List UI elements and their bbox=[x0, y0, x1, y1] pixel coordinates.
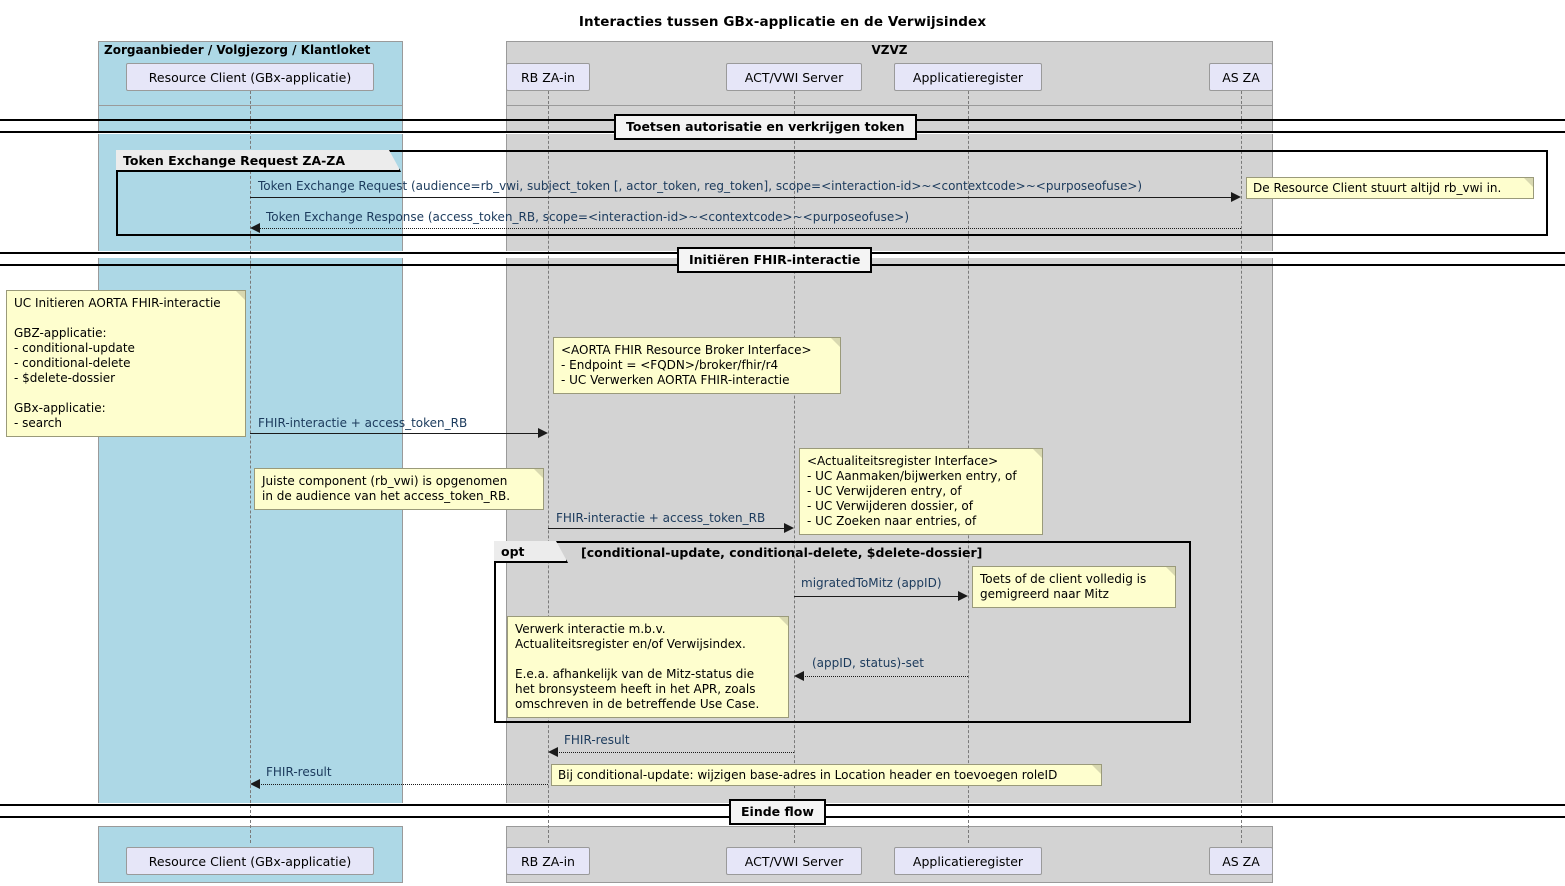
participant-label: Resource Client (GBx-applicatie) bbox=[148, 69, 352, 85]
msg-token-exchange-request-label: Token Exchange Request (audience=rb_vwi,… bbox=[258, 179, 1143, 193]
divider-initieren-label: Initiëren FHIR-interactie bbox=[677, 247, 873, 273]
msg-fhir-interactie-1-label: FHIR-interactie + access_token_RB bbox=[258, 416, 468, 430]
group-token-exchange-tab: Token Exchange Request ZA-ZA bbox=[116, 150, 401, 172]
group-token-exchange-operator: Token Exchange Request ZA-ZA bbox=[123, 152, 346, 168]
fragment-opt-condition: [conditional-update, conditional-delete,… bbox=[581, 545, 983, 560]
msg-fhir-result-1-line bbox=[550, 752, 794, 753]
lifeline-as-za bbox=[1241, 91, 1242, 843]
participant-label: Applicatieregister bbox=[912, 853, 1024, 869]
participant-act-vwi-server-top[interactable]: ACT/VWI Server bbox=[726, 63, 862, 91]
note-rb-vwi: De Resource Client stuurt altijd rb_vwi … bbox=[1246, 177, 1534, 199]
participant-rb-za-in-top[interactable]: RB ZA-in bbox=[506, 63, 590, 91]
lifeline-resource-client bbox=[250, 91, 251, 843]
participant-resource-client-bottom[interactable]: Resource Client (GBx-applicatie) bbox=[126, 847, 374, 875]
participant-as-za-top[interactable]: AS ZA bbox=[1209, 63, 1273, 91]
page-title: Interacties tussen GBx-applicatie en de … bbox=[578, 14, 987, 30]
participant-label: Resource Client (GBx-applicatie) bbox=[148, 853, 352, 869]
participant-label: ACT/VWI Server bbox=[744, 853, 844, 869]
lifeline-act-vwi-server bbox=[794, 91, 795, 843]
msg-fhir-interactie-1-arrowhead bbox=[538, 428, 548, 438]
participant-label: RB ZA-in bbox=[521, 69, 575, 85]
msg-fhir-interactie-2-line bbox=[548, 528, 784, 529]
note-actualiteitsregister: <Actualiteitsregister Interface> - UC Aa… bbox=[799, 448, 1043, 535]
fragment-opt-operator: opt bbox=[501, 543, 525, 559]
msg-appid-status-set-label: (appID, status)-set bbox=[812, 656, 924, 670]
lifeline-rb-za-in bbox=[548, 91, 549, 843]
msg-token-exchange-request-arrowhead bbox=[1231, 192, 1241, 202]
msg-token-exchange-response-line bbox=[252, 228, 1241, 229]
divider-einde-label: Einde flow bbox=[729, 799, 826, 825]
msg-appid-status-set-line bbox=[796, 676, 968, 677]
divider-toetsen-label: Toetsen autorisatie en verkrijgen token bbox=[614, 114, 917, 140]
participant-applicatieregister-bottom[interactable]: Applicatieregister bbox=[894, 847, 1042, 875]
fragment-opt-frame bbox=[494, 541, 1191, 723]
note-juiste-component: Juiste component (rb_vwi) is opgenomen i… bbox=[254, 468, 544, 510]
group-token-exchange-frame bbox=[116, 150, 1548, 236]
group-box-vzvz-body-2 bbox=[506, 134, 1273, 251]
msg-appid-status-set-arrowhead bbox=[794, 671, 804, 681]
note-conditional-update: Bij conditional-update: wijzigen base-ad… bbox=[551, 764, 1102, 786]
msg-migrated-to-mitz-label: migratedToMitz (appID) bbox=[801, 576, 942, 590]
group-box-client-label: Zorgaanbieder / Volgjezorg / Klantloket bbox=[104, 43, 371, 57]
note-toets-mitz: Toets of de client volledig is gemigreer… bbox=[972, 566, 1176, 608]
msg-migrated-to-mitz-line bbox=[794, 596, 958, 597]
group-box-vzvz-label: VZVZ bbox=[871, 43, 908, 57]
participant-as-za-bottom[interactable]: AS ZA bbox=[1209, 847, 1273, 875]
msg-fhir-result-1-label: FHIR-result bbox=[564, 733, 630, 747]
participant-act-vwi-server-bottom[interactable]: ACT/VWI Server bbox=[726, 847, 862, 875]
msg-token-exchange-response-label: Token Exchange Response (access_token_RB… bbox=[266, 210, 909, 224]
msg-fhir-interactie-2-label: FHIR-interactie + access_token_RB bbox=[556, 511, 766, 525]
participant-applicatieregister-top[interactable]: Applicatieregister bbox=[894, 63, 1042, 91]
participant-label: AS ZA bbox=[1222, 853, 1260, 869]
group-box-vzvz bbox=[506, 41, 1273, 106]
note-aorta-broker: <AORTA FHIR Resource Broker Interface> -… bbox=[553, 337, 841, 394]
msg-fhir-result-2-line bbox=[252, 784, 548, 785]
note-uc-initieren: UC Initieren AORTA FHIR-interactie GBZ-a… bbox=[6, 290, 246, 437]
fragment-opt-tab: opt bbox=[494, 541, 568, 563]
msg-fhir-interactie-1-line bbox=[250, 433, 538, 434]
msg-fhir-result-2-arrowhead bbox=[250, 779, 260, 789]
group-box-vzvz-bottom bbox=[506, 826, 1273, 883]
participant-label: ACT/VWI Server bbox=[744, 69, 844, 85]
participant-label: AS ZA bbox=[1222, 69, 1260, 85]
msg-fhir-interactie-2-arrowhead bbox=[784, 523, 794, 533]
participant-rb-za-in-bottom[interactable]: RB ZA-in bbox=[506, 847, 590, 875]
note-verwerk-interactie: Verwerk interactie m.b.v. Actualiteitsre… bbox=[507, 616, 789, 718]
participant-label: Applicatieregister bbox=[912, 69, 1024, 85]
msg-token-exchange-request-line bbox=[250, 197, 1231, 198]
participant-resource-client-top[interactable]: Resource Client (GBx-applicatie) bbox=[126, 63, 374, 91]
msg-fhir-result-1-arrowhead bbox=[548, 747, 558, 757]
msg-fhir-result-2-label: FHIR-result bbox=[266, 765, 332, 779]
participant-label: RB ZA-in bbox=[521, 853, 575, 869]
msg-migrated-to-mitz-arrowhead bbox=[958, 591, 968, 601]
msg-token-exchange-response-arrowhead bbox=[250, 223, 260, 233]
